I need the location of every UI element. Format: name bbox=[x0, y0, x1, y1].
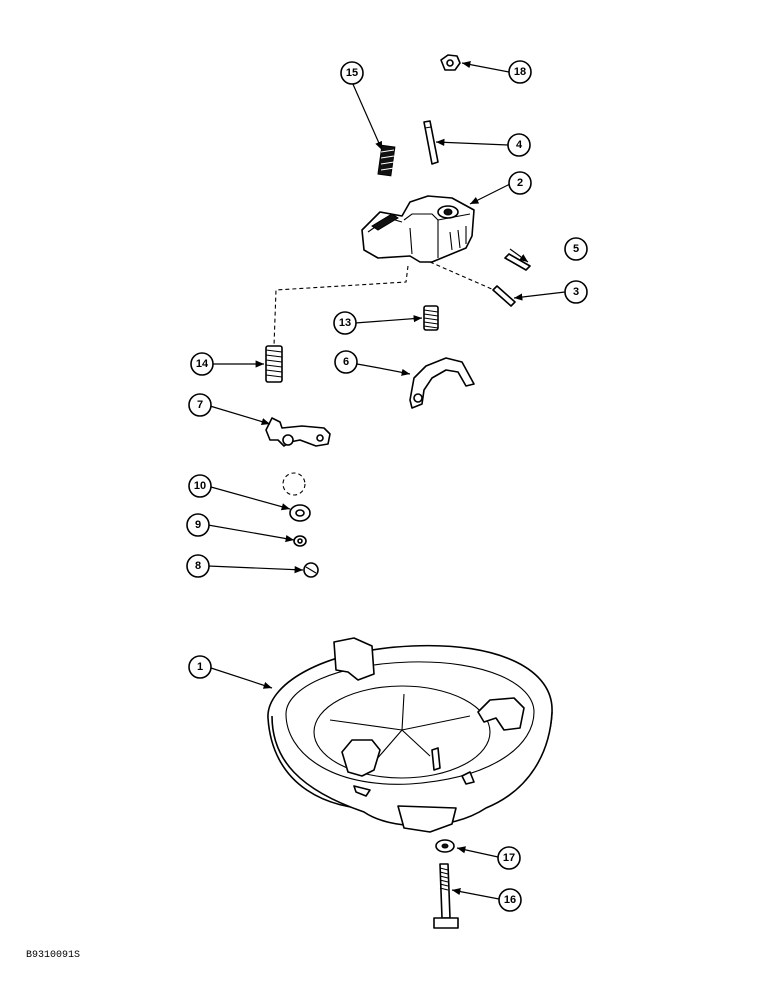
svg-text:13: 13 bbox=[339, 317, 351, 329]
part-17-lockwasher bbox=[435, 839, 455, 853]
callout-9: 9 bbox=[186, 513, 210, 537]
part-1-base bbox=[267, 637, 553, 833]
svg-text:7: 7 bbox=[197, 399, 203, 411]
svg-text:2: 2 bbox=[517, 177, 523, 189]
part-15-clip bbox=[377, 144, 396, 177]
callout-8: 8 bbox=[186, 554, 210, 578]
svg-text:1: 1 bbox=[197, 661, 203, 673]
svg-text:18: 18 bbox=[514, 66, 526, 78]
svg-text:17: 17 bbox=[503, 852, 515, 864]
svg-text:4: 4 bbox=[516, 139, 523, 151]
part-16-bolt bbox=[433, 863, 459, 929]
svg-text:16: 16 bbox=[504, 894, 516, 906]
callout-16: 16 bbox=[498, 888, 522, 912]
leader-lines bbox=[207, 61, 566, 900]
callout-2: 2 bbox=[508, 171, 532, 195]
part-8-screw bbox=[303, 562, 319, 578]
part-3-pin bbox=[492, 285, 516, 307]
assembly-line-3 bbox=[429, 261, 495, 291]
svg-text:15: 15 bbox=[346, 67, 358, 79]
assembly-line-14 bbox=[273, 265, 409, 347]
callout-6: 6 bbox=[334, 350, 358, 374]
part-14-spring bbox=[265, 345, 283, 383]
svg-text:9: 9 bbox=[195, 519, 201, 531]
part-9-washer bbox=[293, 535, 307, 547]
part-18-nut bbox=[440, 54, 461, 71]
svg-text:14: 14 bbox=[196, 358, 209, 370]
callout-15: 15 bbox=[340, 61, 364, 85]
svg-text:6: 6 bbox=[343, 356, 349, 368]
svg-text:8: 8 bbox=[195, 560, 201, 572]
part-4-pin bbox=[423, 120, 439, 165]
callout-14: 14 bbox=[190, 352, 214, 376]
svg-text:3: 3 bbox=[573, 286, 579, 298]
callout-4: 4 bbox=[507, 133, 531, 157]
callout-17: 17 bbox=[497, 846, 521, 870]
callout-18: 18 bbox=[508, 60, 532, 84]
callout-1: 1 bbox=[188, 655, 212, 679]
callout-5: 5 bbox=[564, 237, 588, 261]
part-7-arm bbox=[265, 417, 331, 447]
svg-text:10: 10 bbox=[194, 480, 206, 492]
callout-7: 7 bbox=[188, 393, 212, 417]
part-ghost-washer bbox=[282, 472, 306, 496]
part-13-spring bbox=[423, 305, 439, 331]
part-2-housing bbox=[361, 195, 475, 263]
part-5-pin bbox=[504, 253, 531, 271]
svg-text:5: 5 bbox=[573, 243, 579, 255]
callout-13: 13 bbox=[333, 311, 357, 335]
part-10-washer bbox=[289, 504, 311, 522]
callout-3: 3 bbox=[564, 280, 588, 304]
part-6-lever bbox=[409, 357, 475, 409]
callout-10: 10 bbox=[188, 474, 212, 498]
figure-code: B9310091S bbox=[26, 950, 81, 961]
